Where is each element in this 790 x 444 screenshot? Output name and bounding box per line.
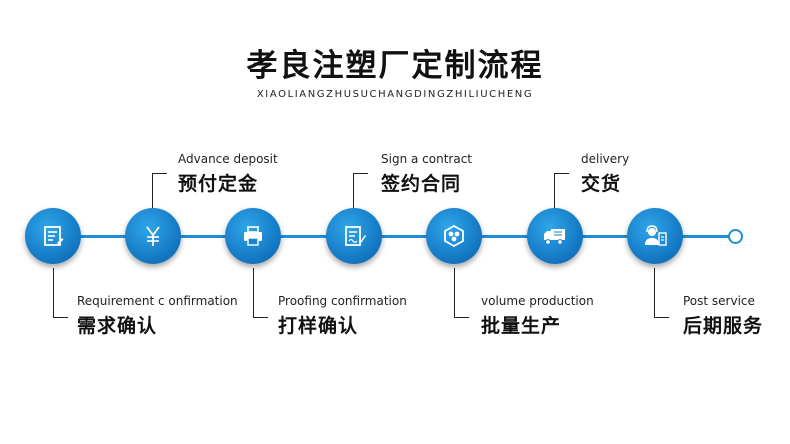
step-connector	[654, 268, 669, 318]
step-label-zh: 需求确认	[77, 315, 158, 337]
step-label-en: volume production	[481, 294, 594, 308]
page-subtitle: XIAOLIANGZHUSUCHANGDINGZHILIUCHENG	[256, 89, 534, 100]
step-label-en: Post service	[683, 294, 755, 308]
step-connector	[253, 268, 268, 318]
timeline-line	[55, 235, 735, 238]
step-connector	[554, 173, 569, 208]
step-connector	[353, 173, 368, 208]
step-label-zh: 交货	[581, 173, 622, 195]
customer-service-icon	[627, 208, 683, 264]
step-label-en: delivery	[581, 152, 630, 166]
step-label-zh: 预付定金	[178, 173, 259, 195]
yuan-icon	[125, 208, 181, 264]
step-connector	[454, 268, 469, 318]
step-label-en: Requirement c onfirmation	[77, 294, 238, 308]
step-connector	[53, 268, 68, 318]
timeline-end-dot	[728, 229, 743, 244]
page-title: 孝良注塑厂定制流程	[246, 48, 544, 84]
step-label-en: Proofing confirmation	[278, 294, 407, 308]
step-label-zh: 批量生产	[481, 315, 562, 337]
step-label-en: Sign a contract	[381, 152, 472, 166]
production-hexagon-icon	[426, 208, 482, 264]
truck-icon	[527, 208, 583, 264]
step-connector	[152, 173, 167, 208]
step-label-zh: 后期服务	[683, 315, 764, 337]
step-label-zh: 签约合同	[381, 173, 462, 195]
step-label-en: Advance deposit	[178, 152, 278, 166]
step-label-zh: 打样确认	[278, 315, 359, 337]
printer-icon	[225, 208, 281, 264]
contract-sign-icon	[326, 208, 382, 264]
document-edit-icon	[25, 208, 81, 264]
